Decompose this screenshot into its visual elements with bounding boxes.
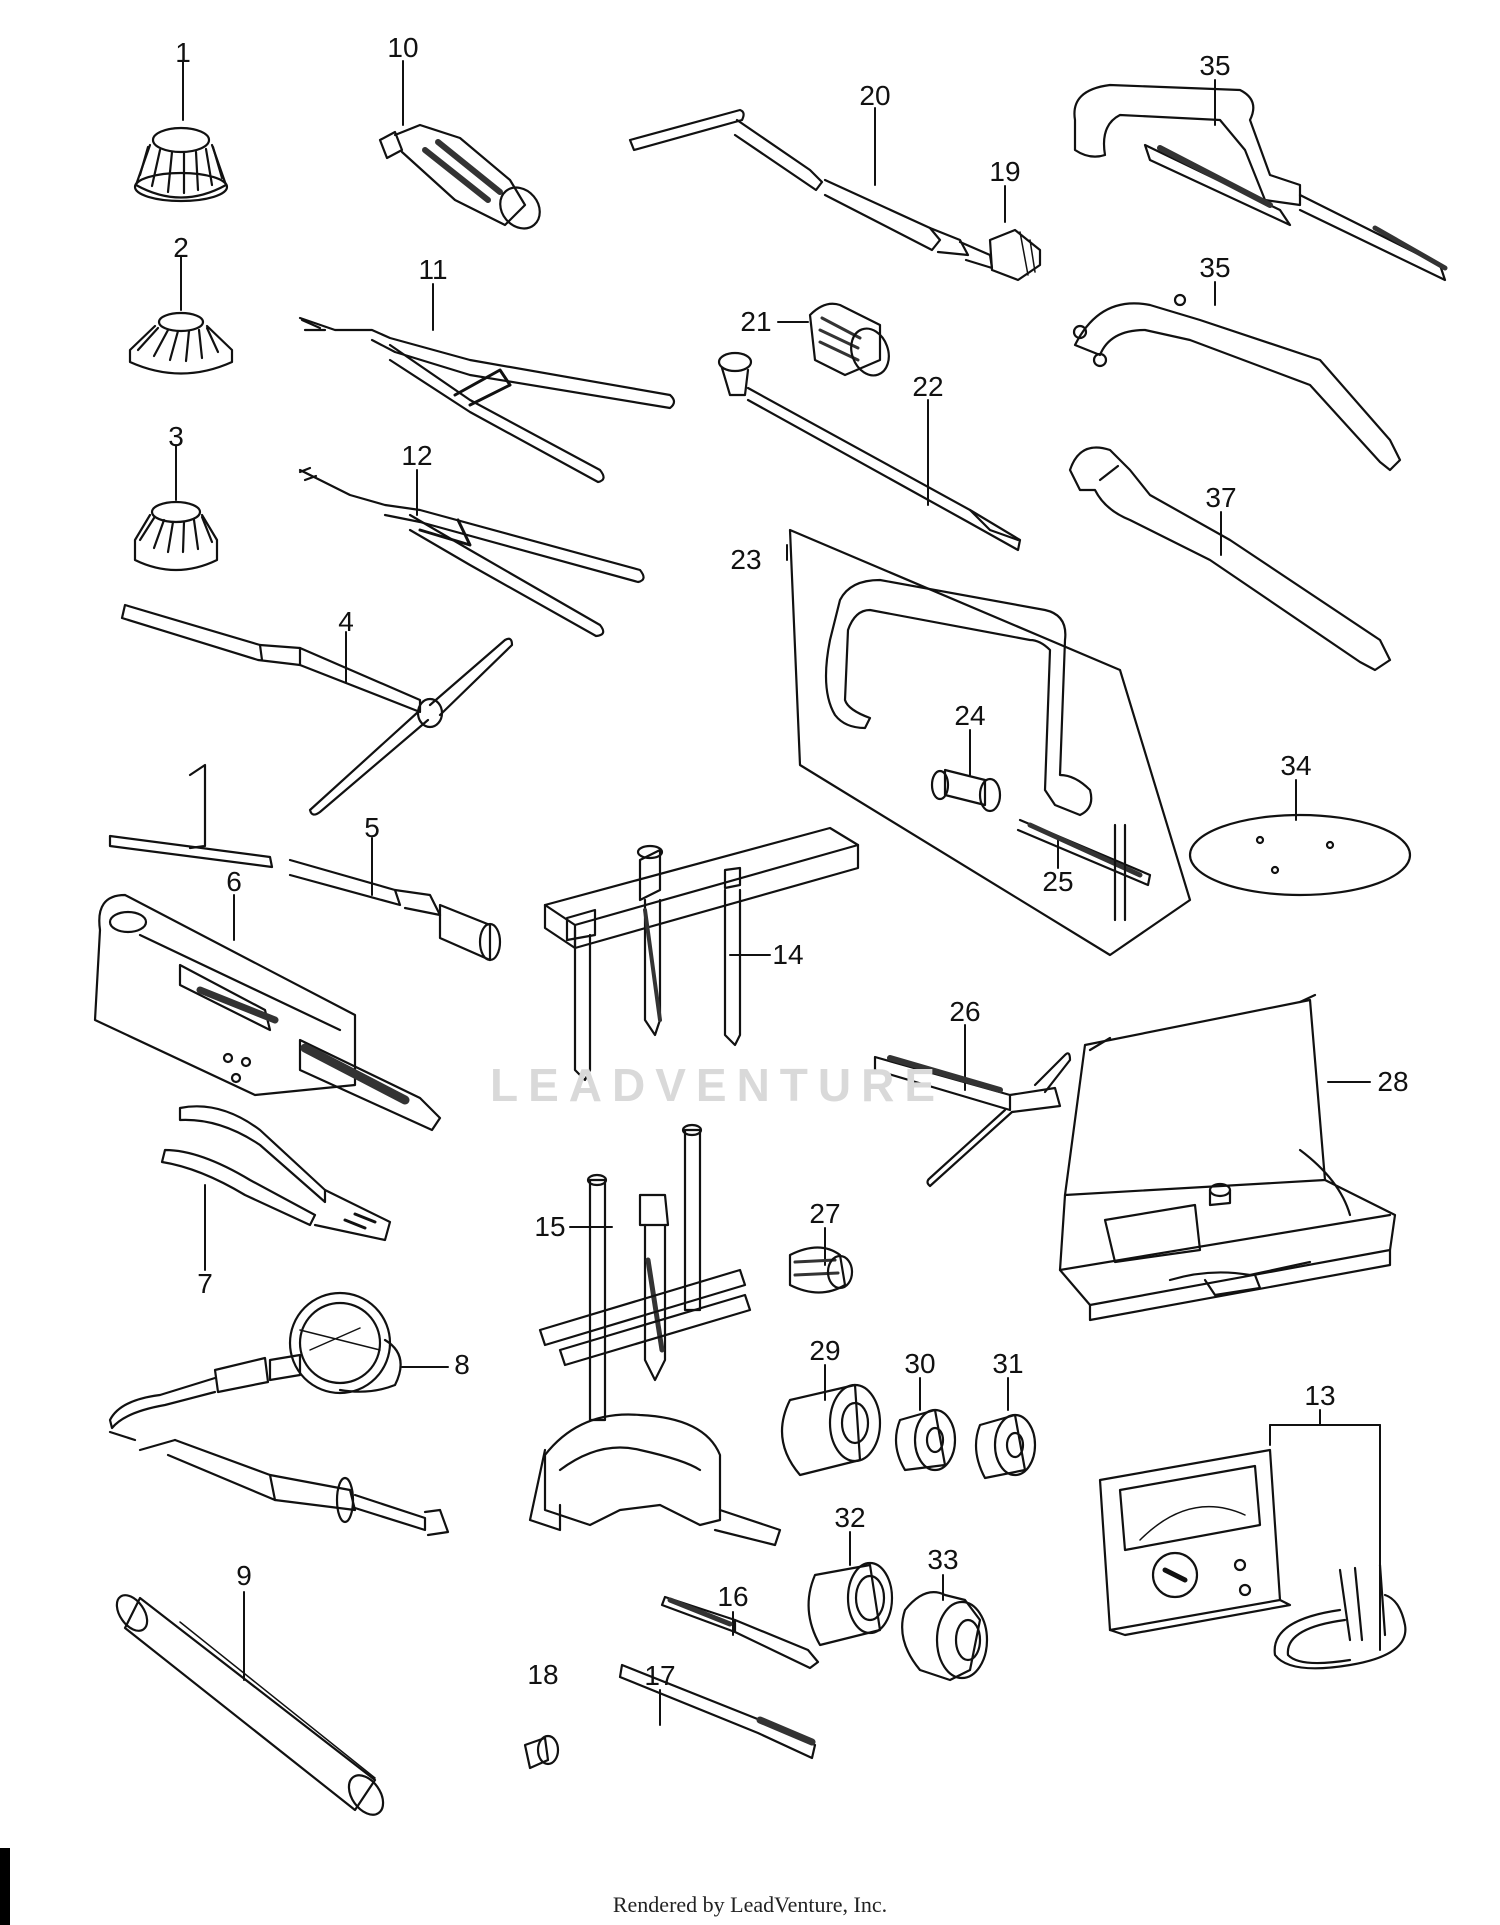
callout-32: 32 — [834, 1502, 866, 1533]
callout-18: 18 — [527, 1659, 559, 1690]
bearing-puller-6 — [95, 895, 440, 1130]
nippers-7 — [162, 1106, 390, 1240]
callout-7: 7 — [197, 1268, 213, 1299]
driver-handle-17 — [620, 1665, 815, 1758]
callout-13: 13 — [1304, 1380, 1336, 1411]
t-handle-26 — [875, 1053, 1070, 1186]
callout-35-b: 35 — [1199, 252, 1231, 283]
callout-35-a: 35 — [1199, 50, 1231, 81]
puller-bar-14 — [545, 828, 858, 1080]
attachment-32 — [809, 1563, 892, 1645]
callout-28: 28 — [1377, 1066, 1409, 1097]
callout-27: 27 — [809, 1198, 841, 1229]
callout-6: 6 — [226, 866, 242, 897]
callout-12: 12 — [401, 440, 433, 471]
callout-3: 3 — [168, 421, 184, 452]
tester-case-28 — [1060, 995, 1395, 1320]
callout-17: 17 — [644, 1660, 676, 1691]
edge-mark — [0, 1848, 10, 1925]
callout-25: 25 — [1042, 866, 1074, 897]
driver-tube-9 — [111, 1590, 390, 1821]
callout-21: 21 — [740, 306, 772, 337]
pin-spanner-35 — [1074, 295, 1400, 470]
disc-plate-34 — [1190, 815, 1410, 895]
callout-8: 8 — [454, 1349, 470, 1380]
callout-1: 1 — [175, 37, 191, 68]
bevel-gear-3 — [135, 502, 217, 570]
t-handle-20 — [630, 110, 992, 268]
bevel-gear-2 — [130, 313, 232, 374]
driver-handle-10 — [380, 125, 548, 236]
callout-2: 2 — [173, 232, 189, 263]
stepped-driver-33 — [902, 1592, 987, 1680]
t-handle-4 — [122, 605, 512, 815]
callout-9: 9 — [236, 1560, 252, 1591]
screwdriver-16 — [662, 1597, 818, 1668]
callout-37: 37 — [1205, 482, 1237, 513]
adapter-21 — [810, 304, 895, 381]
watermark-text: LEADVENTURE — [490, 1059, 946, 1111]
snap-ring-pliers-12 — [300, 468, 644, 636]
callout-30: 30 — [904, 1348, 936, 1379]
callout-33: 33 — [927, 1544, 959, 1575]
leader-lines — [176, 61, 1380, 1725]
attachment-19 — [990, 230, 1040, 280]
tool-kit-card-23 — [790, 530, 1190, 955]
pressure-gauge-8 — [110, 1293, 448, 1535]
shaft-holder-22 — [719, 353, 1020, 550]
attachment-29 — [782, 1385, 880, 1475]
callout-34: 34 — [1280, 750, 1312, 781]
callout-31: 31 — [992, 1348, 1024, 1379]
callout-15: 15 — [534, 1211, 566, 1242]
bevel-gear-1 — [135, 128, 227, 201]
callout-19: 19 — [989, 156, 1021, 187]
t-socket-wrench-5 — [110, 765, 500, 960]
footer-credit: Rendered by LeadVenture, Inc. — [612, 1892, 888, 1917]
hook-wrench-37 — [1070, 448, 1390, 671]
callout-11: 11 — [418, 254, 448, 285]
attachment-31 — [976, 1415, 1035, 1478]
callout-23: 23 — [730, 544, 762, 575]
callout-26: 26 — [949, 996, 981, 1027]
attachment-27 — [790, 1248, 852, 1293]
callout-16: 16 — [717, 1581, 749, 1612]
bolt-18 — [525, 1736, 558, 1768]
bearing-remover-15 — [530, 1125, 780, 1545]
callout-14: 14 — [772, 939, 804, 970]
callout-29: 29 — [809, 1335, 841, 1366]
callout-10: 10 — [387, 32, 419, 63]
callout-5: 5 — [364, 812, 380, 843]
c-clamp-35 — [1074, 85, 1445, 280]
callout-22: 22 — [912, 371, 944, 402]
attachment-30 — [896, 1410, 955, 1470]
snap-ring-pliers-11 — [300, 318, 674, 482]
multimeter-13 — [1100, 1450, 1405, 1668]
callout-24: 24 — [954, 700, 986, 731]
callout-4: 4 — [338, 606, 354, 637]
callout-20: 20 — [859, 80, 891, 111]
